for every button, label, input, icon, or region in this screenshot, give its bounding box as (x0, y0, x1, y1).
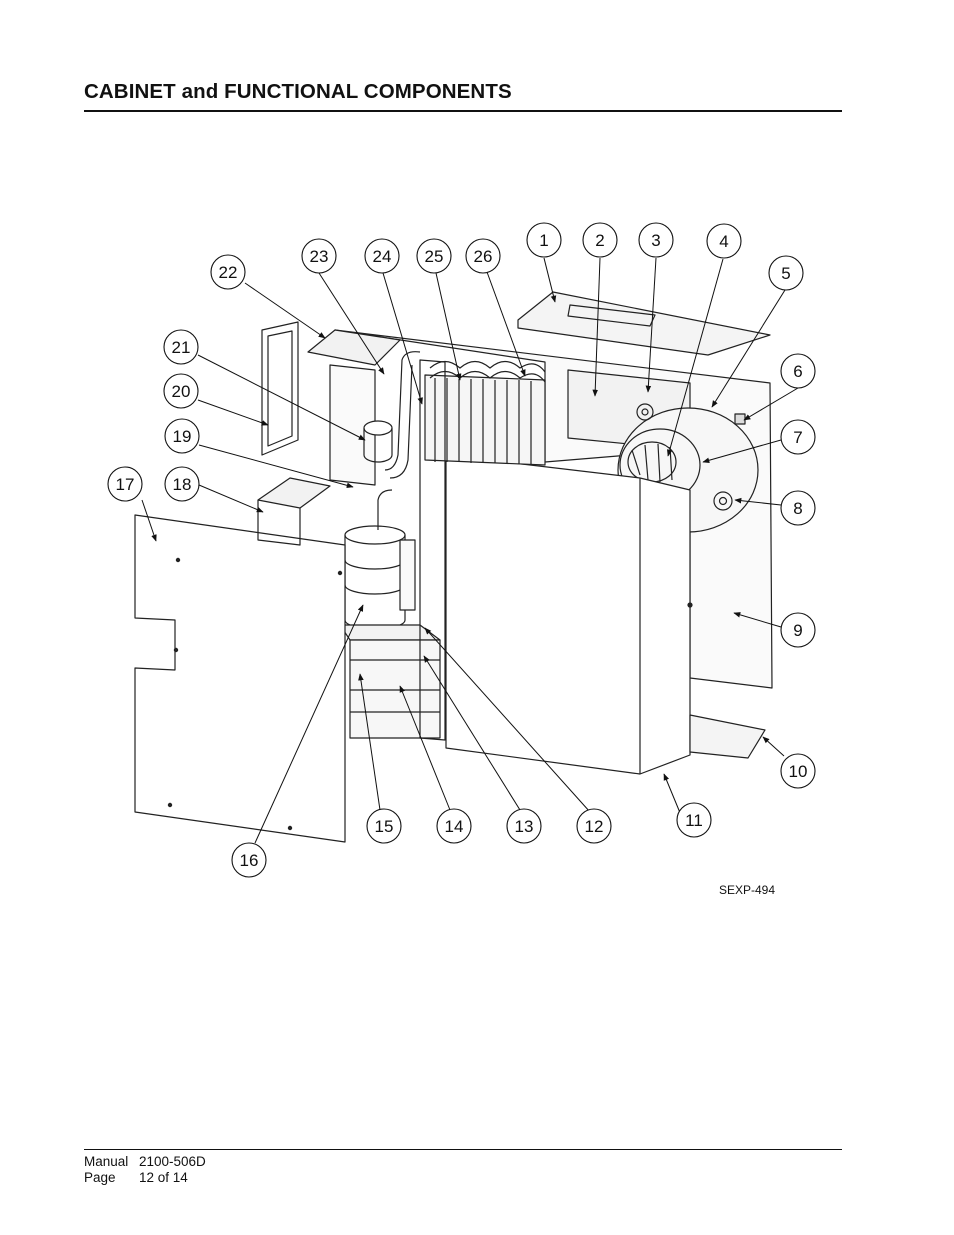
callout-11: 11 (676, 802, 712, 838)
svg-text:3: 3 (651, 231, 660, 250)
svg-text:6: 6 (793, 362, 802, 381)
svg-text:21: 21 (172, 338, 191, 357)
callout-24: 24 (364, 238, 400, 274)
svg-text:14: 14 (445, 817, 464, 836)
callout-1: 1 (526, 222, 562, 258)
svg-text:17: 17 (116, 475, 135, 494)
callout-4: 4 (706, 223, 742, 259)
callout-14: 14 (436, 808, 472, 844)
callout-9: 9 (780, 612, 816, 648)
svg-text:22: 22 (219, 263, 238, 282)
footer-manual-row: Manual 2100-506D (84, 1154, 206, 1170)
callout-6: 6 (780, 353, 816, 389)
callout-8: 8 (780, 490, 816, 526)
footer-manual-value: 2100-506D (139, 1154, 206, 1169)
svg-text:13: 13 (515, 817, 534, 836)
callout-3: 3 (638, 222, 674, 258)
callout-17: 17 (107, 466, 143, 502)
footer-rule (84, 1149, 842, 1150)
callout-12: 12 (576, 808, 612, 844)
callout-2: 2 (582, 222, 618, 258)
footer-page-row: Page 12 of 14 (84, 1170, 206, 1186)
svg-text:16: 16 (240, 851, 259, 870)
svg-text:24: 24 (373, 247, 392, 266)
callouts: 1 2 3 4 5 6 7 8 9 10 11 12 13 14 15 16 1… (107, 222, 816, 878)
svg-text:12: 12 (585, 817, 604, 836)
svg-text:26: 26 (474, 247, 493, 266)
svg-text:25: 25 (425, 247, 444, 266)
footer-manual-label: Manual (84, 1154, 129, 1169)
figure-code: SEXP-494 (719, 883, 776, 897)
svg-text:19: 19 (173, 427, 192, 446)
svg-text:20: 20 (172, 382, 191, 401)
callout-25: 25 (416, 238, 452, 274)
footer-page-label: Page (84, 1170, 116, 1185)
callout-15: 15 (366, 808, 402, 844)
svg-text:11: 11 (685, 811, 703, 830)
svg-text:15: 15 (375, 817, 394, 836)
callout-13: 13 (506, 808, 542, 844)
callout-26: 26 (465, 238, 501, 274)
svg-text:18: 18 (173, 475, 192, 494)
svg-text:7: 7 (793, 428, 802, 447)
callout-21: 21 (163, 329, 199, 365)
title-rule (84, 110, 842, 112)
footer-page-value: 12 of 14 (139, 1170, 188, 1185)
callout-20: 20 (163, 373, 199, 409)
callout-10: 10 (780, 753, 816, 789)
callout-7: 7 (780, 419, 816, 455)
svg-text:9: 9 (793, 621, 802, 640)
svg-text:8: 8 (793, 499, 802, 518)
svg-text:23: 23 (310, 247, 329, 266)
callout-23: 23 (301, 238, 337, 274)
callout-19: 19 (164, 418, 200, 454)
page-footer: Manual 2100-506D Page 12 of 14 (84, 1154, 206, 1186)
callout-22: 22 (210, 254, 246, 290)
callout-16: 16 (231, 842, 267, 878)
page-title: CABINET and FUNCTIONAL COMPONENTS (84, 80, 512, 103)
svg-text:2: 2 (595, 231, 604, 250)
svg-text:1: 1 (539, 231, 548, 250)
svg-text:5: 5 (781, 264, 790, 283)
svg-text:10: 10 (789, 762, 808, 781)
callout-5: 5 (768, 255, 804, 291)
svg-text:4: 4 (719, 232, 728, 251)
callout-18: 18 (164, 466, 200, 502)
